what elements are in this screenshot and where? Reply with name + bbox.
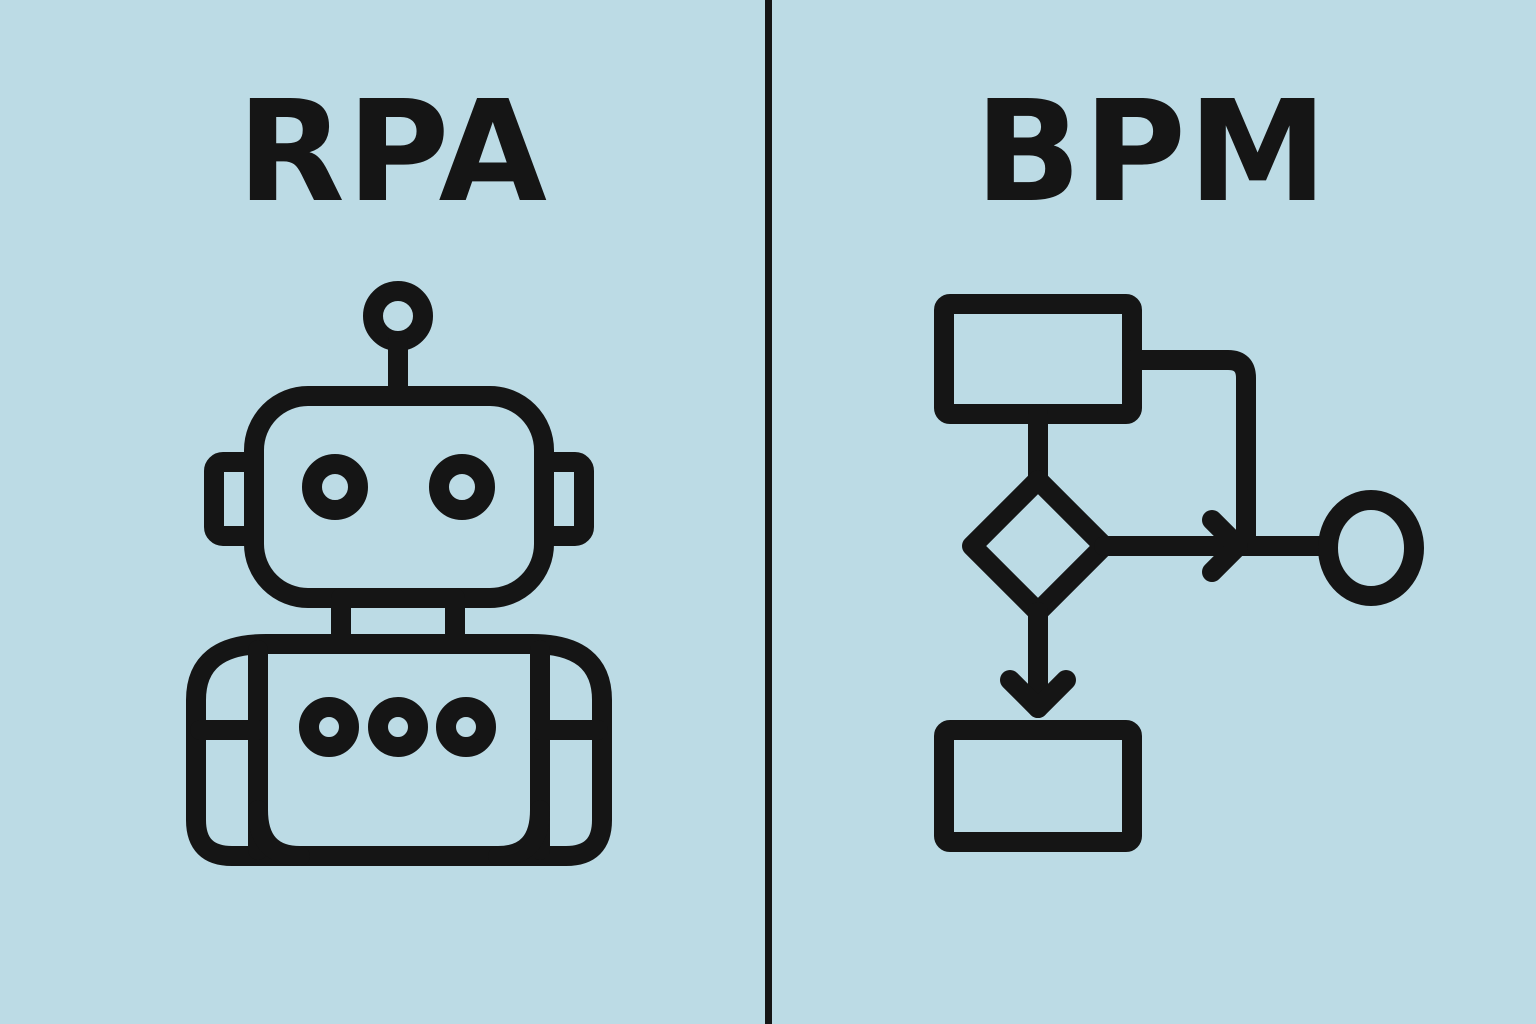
left-eye (302, 454, 368, 520)
top-task-box (934, 294, 1142, 424)
rpa-panel: RPA (0, 0, 766, 1024)
gateway-diamond (962, 470, 1114, 622)
body-button-1 (299, 697, 359, 757)
bottom-task-box (934, 720, 1142, 852)
body-button-2 (368, 697, 428, 757)
down-arrowhead (1000, 670, 1076, 718)
bpm-panel: BPM (772, 0, 1536, 1024)
robot-head (244, 386, 554, 608)
end-event-circle (1318, 490, 1424, 606)
body-button-3 (436, 697, 496, 757)
center-divider (765, 0, 772, 1024)
torso-corner-right (488, 800, 550, 866)
rpa-title: RPA (237, 71, 549, 234)
bpm-title: BPM (974, 71, 1330, 234)
right-eye (429, 454, 495, 520)
torso-corner-left (248, 800, 310, 866)
robot-body-shell (186, 634, 612, 866)
right-arrowhead (1202, 510, 1248, 582)
robot-icon (186, 281, 612, 866)
process-flowchart-icon (934, 294, 1424, 852)
loop-connector (1122, 350, 1256, 556)
